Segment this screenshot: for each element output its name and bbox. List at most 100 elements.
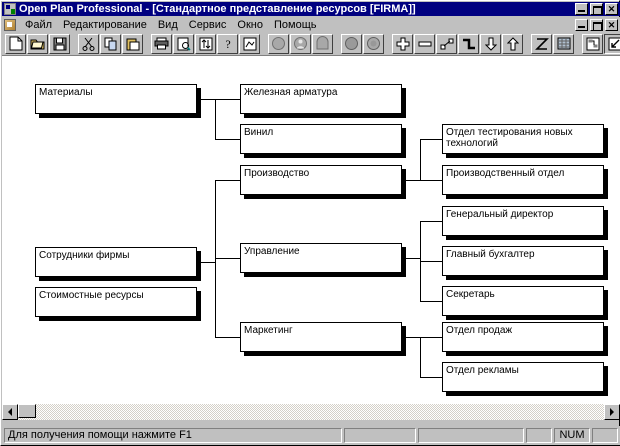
menu-item-view[interactable]: Вид (157, 18, 178, 31)
connector-line (420, 139, 421, 180)
status-badge-numlock: NUM (554, 428, 590, 443)
scroll-left-icon[interactable] (2, 404, 18, 420)
connector-line (420, 221, 442, 222)
menu-item-tools[interactable]: Сервис (188, 18, 227, 31)
status-message: Для получения помощи нажмите F1 (4, 428, 342, 443)
connector-line (420, 180, 442, 181)
resource-filled-circle-icon[interactable] (341, 33, 362, 54)
openplan-icon (4, 3, 16, 15)
status-pane-a (344, 428, 416, 443)
menu-item-file[interactable]: Файл (25, 18, 53, 31)
status-pane-c (526, 428, 552, 443)
resource-circle-icon[interactable] (268, 33, 289, 54)
print-preview-icon[interactable] (173, 33, 194, 54)
scroll-thumb[interactable] (18, 404, 36, 418)
close-button-inner[interactable]: ✕ (605, 18, 618, 31)
zoom-icon[interactable] (531, 33, 552, 54)
diagram-node-advertising[interactable]: Отдел рекламы (442, 362, 604, 392)
connector-line (420, 261, 442, 262)
diagram-node-sales[interactable]: Отдел продаж (442, 322, 604, 352)
connector-line (420, 301, 442, 302)
help-icon[interactable]: ? (217, 33, 238, 54)
diagram-node-label: Производственный отдел (446, 168, 565, 179)
new-icon[interactable] (5, 33, 26, 54)
restore-button-inner[interactable] (590, 18, 603, 31)
remove-icon[interactable] (414, 33, 435, 54)
menu-item-window[interactable]: Окно (237, 18, 263, 31)
diagram-node-rnd[interactable]: Отдел тестирования новых технологий (442, 124, 604, 154)
move-up-icon[interactable] (502, 33, 523, 54)
link-icon[interactable] (436, 33, 457, 54)
diagram-node-label: Маркетинг (244, 325, 293, 336)
move-down-icon[interactable] (480, 33, 501, 54)
connector-line (215, 180, 240, 181)
scroll-right-icon[interactable] (604, 404, 620, 420)
diagram-node-secretary[interactable]: Секретарь (442, 286, 604, 316)
diagram-node-label: Материалы (39, 87, 93, 98)
window-title: Open Plan Professional - [Стандартное пр… (19, 2, 416, 15)
diagram-node-staff[interactable]: Сотрудники фирмы (35, 247, 197, 277)
resource-bucket-icon[interactable] (312, 33, 333, 54)
diagram-node-production[interactable]: Производство (240, 165, 402, 195)
connector-line (420, 139, 442, 140)
status-pane-d (592, 428, 618, 443)
diagram-node-accountant[interactable]: Главный бухгалтер (442, 246, 604, 276)
resource-person-icon[interactable] (290, 33, 311, 54)
save-icon[interactable] (49, 33, 70, 54)
diagram-node-label: Отдел рекламы (446, 365, 519, 376)
diagram-node-rebar[interactable]: Железная арматура (240, 84, 402, 114)
layout-icon[interactable] (582, 33, 603, 54)
connector-line (420, 337, 421, 377)
diagram-node-management[interactable]: Управление (240, 243, 402, 273)
diagram-node-vinyl[interactable]: Винил (240, 124, 402, 154)
connector-line (420, 377, 442, 378)
diagram-node-label: Отдел тестирования новых технологий (446, 127, 573, 149)
diagram-node-materials[interactable]: Материалы (35, 84, 197, 114)
cut-icon[interactable] (78, 33, 99, 54)
what-is-this-icon[interactable] (239, 33, 260, 54)
diagram-node-label: Отдел продаж (446, 325, 513, 336)
resource-shaded-circle-icon[interactable] (363, 33, 384, 54)
diagram-node-label: Секретарь (446, 289, 495, 300)
sort-icon[interactable] (195, 33, 216, 54)
diagram-node-label: Главный бухгалтер (446, 249, 535, 260)
print-icon[interactable] (151, 33, 172, 54)
svg-text:?: ? (225, 37, 230, 51)
minimize-button-outer[interactable] (575, 3, 588, 15)
menu-item-help[interactable]: Помощь (273, 18, 317, 31)
diagram-node-cost[interactable]: Стоимостные ресурсы (35, 287, 197, 317)
diagram-node-label: Стоимостные ресурсы (39, 290, 144, 301)
document-icon[interactable] (4, 18, 16, 31)
connector-line (215, 337, 240, 338)
connector-line (197, 99, 215, 100)
connector-line (197, 262, 215, 263)
diagram-node-marketing[interactable]: Маркетинг (240, 322, 402, 352)
add-icon[interactable] (392, 33, 413, 54)
open-icon[interactable] (27, 33, 48, 54)
status-pane-b (418, 428, 524, 443)
connector-line (402, 337, 420, 338)
promote-icon[interactable] (458, 33, 479, 54)
copy-icon[interactable] (100, 33, 121, 54)
diagram-node-label: Сотрудники фирмы (39, 250, 130, 261)
scroll-track[interactable] (18, 404, 604, 420)
menu-bar: Файл Редактирование Вид Сервис Окно Помо… (2, 17, 620, 32)
menu-item-edit[interactable]: Редактирование (63, 18, 147, 31)
close-button-outer[interactable]: ✕ (605, 3, 618, 15)
diagram-node-ceo[interactable]: Генеральный директор (442, 206, 604, 236)
fit-window-icon[interactable] (604, 33, 620, 54)
connector-line (215, 258, 240, 259)
connector-line (402, 258, 420, 259)
close-icon-inner: ✕ (607, 19, 616, 30)
horizontal-scrollbar[interactable] (2, 404, 620, 420)
minimize-button-inner[interactable] (575, 18, 588, 31)
grid-icon[interactable] (553, 33, 574, 54)
connector-line (420, 337, 442, 338)
paste-icon[interactable] (122, 33, 143, 54)
window-controls-outer: ✕ (575, 3, 618, 15)
restore-button-outer[interactable] (590, 3, 603, 15)
diagram-node-prod-dept[interactable]: Производственный отдел (442, 165, 604, 195)
diagram-node-label: Управление (244, 246, 300, 257)
